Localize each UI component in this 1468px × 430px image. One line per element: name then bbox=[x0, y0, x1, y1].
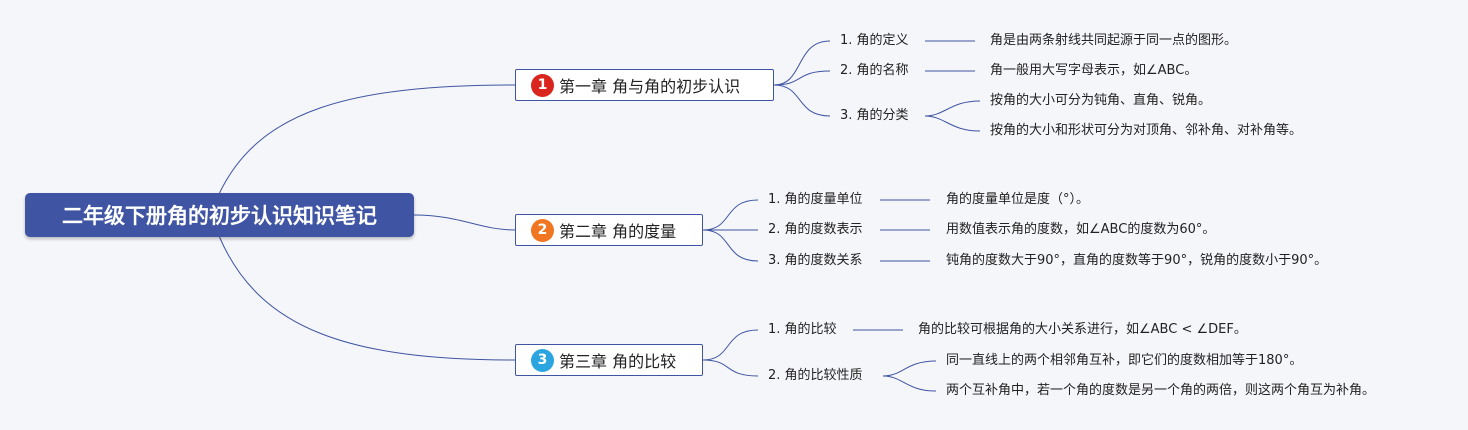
chapter-title: 第二章 角的度量 bbox=[559, 222, 677, 241]
chapter-1-topic[interactable]: 1 第一章 角与角的初步认识 bbox=[515, 69, 774, 101]
chapter-number-badge: 2 bbox=[531, 218, 554, 242]
chapter-to-subtopic-line bbox=[702, 359, 759, 377]
subtopic-node[interactable]: 1. 角的比较 bbox=[768, 322, 837, 337]
chapter-to-subtopic-line bbox=[702, 229, 759, 262]
detail-node[interactable]: 按角的大小和形状可分为对顶角、邻补角、对补角等。 bbox=[990, 123, 1303, 138]
subtopic-to-detail-line bbox=[924, 100, 981, 117]
detail-node[interactable]: 角是由两条射线共同起源于同一点的图形。 bbox=[990, 33, 1238, 48]
chapter-to-subtopic-line bbox=[702, 329, 759, 361]
chapter-number-badge: 3 bbox=[531, 348, 554, 372]
chapter-3-topic[interactable]: 3 第三章 角的比较 bbox=[515, 344, 703, 376]
detail-node[interactable]: 同一直线上的两个相邻角互补，即它们的度数相加等于180°。 bbox=[946, 353, 1303, 368]
chapter-to-subtopic-line bbox=[773, 40, 831, 86]
detail-node[interactable]: 角的比较可根据角的大小关系进行，如∠ABC < ∠DEF。 bbox=[918, 322, 1247, 337]
chapter-to-subtopic-line bbox=[773, 84, 831, 117]
subtopic-node[interactable]: 2. 角的比较性质 bbox=[768, 368, 863, 383]
chapter-title: 第三章 角的比较 bbox=[559, 352, 677, 371]
root-to-chapter-line bbox=[219, 84, 516, 194]
detail-node[interactable]: 角一般用大写字母表示，如∠ABC。 bbox=[990, 63, 1198, 78]
subtopic-node[interactable]: 1. 角的定义 bbox=[840, 33, 909, 48]
chapter-number-badge: 1 bbox=[531, 73, 554, 97]
subtopic-node[interactable]: 3. 角的分类 bbox=[840, 108, 909, 123]
subtopic-node[interactable]: 2. 角的度数表示 bbox=[768, 222, 863, 237]
chapter-to-subtopic-line bbox=[773, 70, 831, 86]
subtopic-to-detail-line bbox=[924, 115, 981, 132]
subtopic-to-detail-line bbox=[882, 375, 937, 392]
chapter-title: 第一章 角与角的初步认识 bbox=[559, 77, 741, 96]
subtopic-node[interactable]: 3. 角的度数关系 bbox=[768, 253, 863, 268]
detail-node[interactable]: 钝角的度数大于90°，直角的度数等于90°，锐角的度数小于90°。 bbox=[946, 253, 1328, 268]
chapter-to-subtopic-line bbox=[702, 199, 759, 231]
detail-node[interactable]: 两个互补角中，若一个角的度数是另一个角的两倍，则这两个角互为补角。 bbox=[946, 383, 1376, 398]
subtopic-node[interactable]: 1. 角的度量单位 bbox=[768, 192, 863, 207]
root-to-chapter-line bbox=[219, 236, 516, 361]
detail-node[interactable]: 按角的大小可分为钝角、直角、锐角。 bbox=[990, 93, 1212, 108]
chapter-2-topic[interactable]: 2 第二章 角的度量 bbox=[515, 214, 703, 246]
subtopic-to-detail-line bbox=[882, 360, 937, 377]
detail-node[interactable]: 用数值表示角的度数，如∠ABC的度数为60°。 bbox=[946, 222, 1216, 237]
subtopic-node[interactable]: 2. 角的名称 bbox=[840, 63, 909, 78]
root-topic[interactable]: 二年级下册角的初步认识知识笔记 bbox=[25, 193, 414, 237]
detail-node[interactable]: 角的度量单位是度（°）。 bbox=[946, 192, 1090, 207]
root-to-chapter-line bbox=[413, 214, 516, 231]
